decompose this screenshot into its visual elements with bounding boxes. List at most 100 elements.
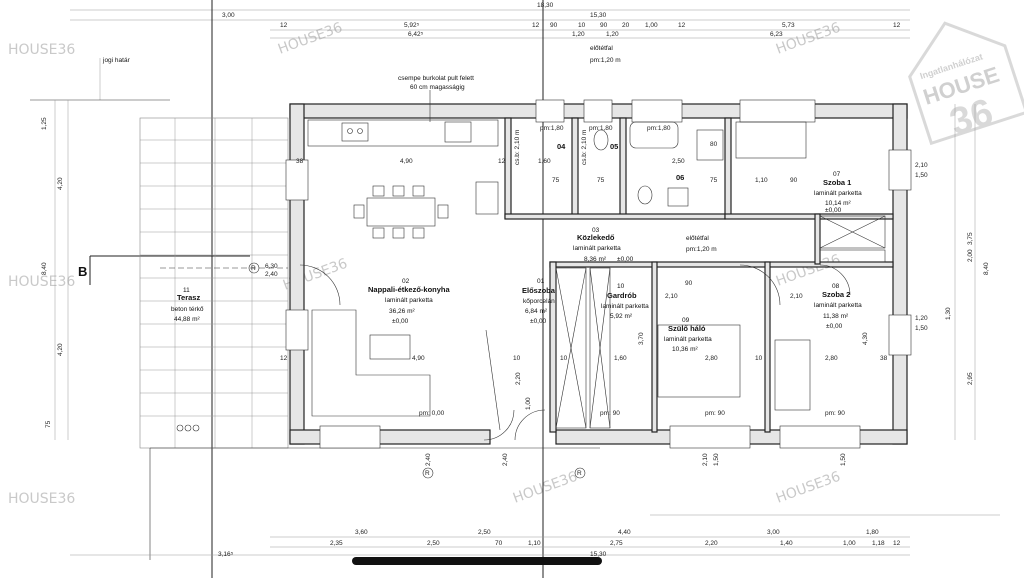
grill-icon xyxy=(176,424,200,432)
svg-text:1,80: 1,80 xyxy=(866,529,879,536)
svg-text:75: 75 xyxy=(597,177,605,184)
svg-text:05: 05 xyxy=(610,142,618,151)
svg-text:38: 38 xyxy=(296,158,304,165)
svg-text:18,30: 18,30 xyxy=(537,2,554,9)
svg-text:10: 10 xyxy=(513,355,521,362)
svg-text:12: 12 xyxy=(893,540,901,547)
svg-text:2,35: 2,35 xyxy=(330,540,343,547)
svg-text:2,20: 2,20 xyxy=(515,372,522,385)
svg-text:1,20: 1,20 xyxy=(606,31,619,38)
watermark-text: HOUSE36 xyxy=(8,491,75,507)
svg-text:1,10: 1,10 xyxy=(755,177,768,184)
svg-text:pm: 90: pm: 90 xyxy=(825,410,845,417)
svg-text:3,70: 3,70 xyxy=(638,332,645,345)
svg-text:90: 90 xyxy=(685,280,693,287)
jogi-hatar-label: jogi határ xyxy=(102,57,131,64)
svg-text:1,50: 1,50 xyxy=(840,453,847,466)
svg-text:R: R xyxy=(251,265,256,272)
dining-table xyxy=(353,185,449,239)
svg-text:1,00: 1,00 xyxy=(525,397,532,410)
room-name-szulo-halo: Szülő háló xyxy=(668,324,706,333)
svg-text:04: 04 xyxy=(557,142,566,151)
svg-text:2,50: 2,50 xyxy=(427,540,440,547)
svg-text:beton térkő: beton térkő xyxy=(171,306,204,313)
sofa xyxy=(311,309,431,417)
svg-text:4,20: 4,20 xyxy=(57,177,64,190)
svg-text:10: 10 xyxy=(617,283,625,290)
interior-walls xyxy=(504,117,894,433)
room-name-terasz: Terasz xyxy=(177,293,200,302)
svg-text:pm:1,80: pm:1,80 xyxy=(589,125,613,132)
svg-text:cs.b: 2,10 m: cs.b: 2,10 m xyxy=(514,130,521,165)
terrace: 11 Terasz beton térkő 44,88 m² xyxy=(139,117,600,560)
watermark-text: HOUSE36 xyxy=(774,469,843,507)
house36-badge-logo: Ingatlanhálózat HOUSE 36 xyxy=(908,21,1024,146)
svg-text:R: R xyxy=(577,470,582,477)
annotations: csempe burkolat pult felett 60 cm magass… xyxy=(398,45,717,253)
svg-text:2,40: 2,40 xyxy=(265,271,278,278)
svg-text:pm:1,80: pm:1,80 xyxy=(540,125,564,132)
svg-text:3,60: 3,60 xyxy=(355,529,368,536)
svg-text:4,90: 4,90 xyxy=(400,158,413,165)
svg-text:38: 38 xyxy=(880,355,888,362)
svg-text:15,30: 15,30 xyxy=(590,551,607,558)
horizontal-scrollbar[interactable] xyxy=(352,557,602,565)
svg-text:2,50: 2,50 xyxy=(672,158,685,165)
svg-text:07: 07 xyxy=(833,171,841,178)
svg-text:6,84 m²: 6,84 m² xyxy=(525,308,548,315)
room-name-eloszoba: Előszoba xyxy=(522,286,556,295)
svg-text:75: 75 xyxy=(710,177,718,184)
svg-text:8,40: 8,40 xyxy=(41,262,48,275)
svg-text:90: 90 xyxy=(550,22,558,29)
svg-text:75: 75 xyxy=(45,420,52,428)
svg-text:11,38 m²: 11,38 m² xyxy=(823,313,849,320)
svg-text:70: 70 xyxy=(495,540,503,547)
svg-text:1,00: 1,00 xyxy=(645,22,658,29)
svg-text:laminált parketta: laminált parketta xyxy=(664,336,712,343)
svg-text:laminált parketta: laminált parketta xyxy=(385,297,433,304)
svg-text:15,30: 15,30 xyxy=(590,12,607,19)
svg-text:2,10: 2,10 xyxy=(702,453,709,466)
svg-text:1,50: 1,50 xyxy=(915,325,928,332)
room-name-nappali: Nappali-étkező-konyha xyxy=(368,285,451,294)
svg-text:1,25: 1,25 xyxy=(41,117,48,130)
watermark-text: HOUSE36 xyxy=(511,469,580,507)
svg-text:5,73: 5,73 xyxy=(782,22,795,29)
watermark-text: HOUSE36 xyxy=(8,274,75,290)
svg-text:03: 03 xyxy=(592,227,600,234)
svg-text:2,10: 2,10 xyxy=(665,293,678,300)
svg-text:2,20: 2,20 xyxy=(705,540,718,547)
svg-text:10,14 m²: 10,14 m² xyxy=(825,200,851,207)
svg-text:1,00: 1,00 xyxy=(843,540,856,547)
svg-text:pm: 0,00: pm: 0,00 xyxy=(419,410,445,417)
svg-text:±0,00: ±0,00 xyxy=(530,318,547,325)
section-marker-b: B xyxy=(78,264,87,279)
room-name-kozlekedo: Közlekedő xyxy=(577,233,615,242)
svg-text:6,23: 6,23 xyxy=(770,31,783,38)
svg-text:20: 20 xyxy=(622,22,630,29)
svg-text:2,40: 2,40 xyxy=(425,453,432,466)
svg-text:80: 80 xyxy=(710,141,718,148)
svg-text:2,00: 2,00 xyxy=(967,249,974,262)
svg-text:4,90: 4,90 xyxy=(412,355,425,362)
svg-text:csempe burkolat pult felett: csempe burkolat pult felett xyxy=(398,75,474,82)
svg-text:2,50: 2,50 xyxy=(478,529,491,536)
svg-text:12: 12 xyxy=(893,22,901,29)
svg-text:08: 08 xyxy=(832,283,840,290)
svg-text:előtétfal: előtétfal xyxy=(686,235,709,242)
svg-text:2,80: 2,80 xyxy=(705,355,718,362)
svg-text:3,00: 3,00 xyxy=(767,529,780,536)
svg-text:4,40: 4,40 xyxy=(618,529,631,536)
svg-text:1,10: 1,10 xyxy=(528,540,541,547)
svg-text:1,40: 1,40 xyxy=(780,540,793,547)
section-lines: B xyxy=(78,0,544,578)
svg-text:laminált parketta: laminált parketta xyxy=(814,302,862,309)
svg-text:pm: 90: pm: 90 xyxy=(600,410,620,417)
bathroom-fixtures xyxy=(593,121,724,207)
room-name-szoba-1: Szoba 1 xyxy=(823,178,851,187)
exterior-walls xyxy=(285,99,912,449)
svg-text:2,80: 2,80 xyxy=(825,355,838,362)
doors xyxy=(299,264,851,441)
svg-text:4,30: 4,30 xyxy=(862,332,869,345)
